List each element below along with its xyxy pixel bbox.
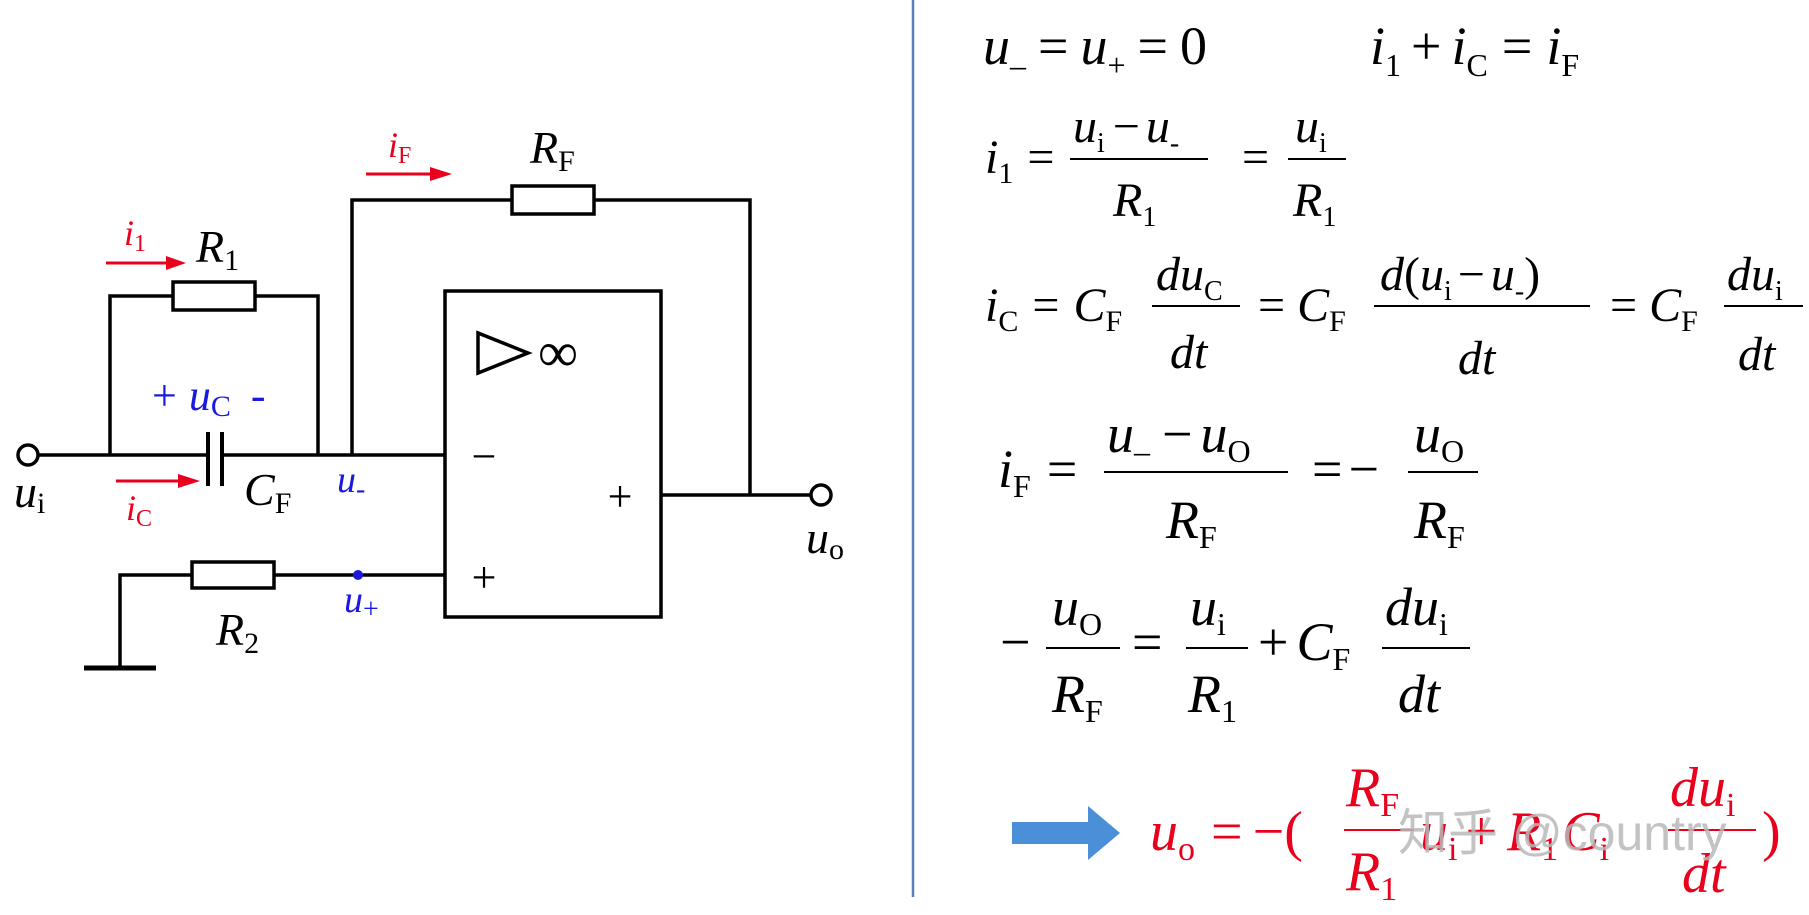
label-ic: iC xyxy=(126,488,152,532)
resistor-r2 xyxy=(190,560,276,590)
resistor-rf xyxy=(510,184,596,216)
equation-5-num2: ui xyxy=(1190,577,1226,642)
equation-1-right: i1+iC=iF xyxy=(1370,16,1579,83)
equation-2-den1: R1 xyxy=(1112,174,1156,233)
current-arrows xyxy=(106,167,452,488)
equation-2-lhs: i1= xyxy=(985,131,1054,190)
r1-branch-wire xyxy=(108,294,173,455)
result-den2: dt xyxy=(1682,843,1727,905)
label-u-minus: u- xyxy=(337,459,365,505)
equation-2-eq2: = xyxy=(1242,131,1269,184)
result-num1: RF xyxy=(1345,757,1399,824)
resistor-r1 xyxy=(171,280,257,312)
rf-feedback-wire xyxy=(350,198,512,455)
equation-5-den3: dt xyxy=(1398,664,1442,724)
label-if: iF xyxy=(388,125,411,169)
label-ui: ui xyxy=(14,466,45,520)
rf-feedback-wire-right xyxy=(594,198,752,495)
r2-wire-left xyxy=(118,573,192,668)
input-terminal xyxy=(16,443,40,467)
arrow-i1-head xyxy=(166,256,186,270)
equation-5-den2: R1 xyxy=(1187,664,1237,729)
label-r2: R2 xyxy=(215,604,259,660)
equations: u–=u+=0 i1+iC=iF i1= ui−u- R1 = ui R1 iC… xyxy=(983,16,1803,729)
equation-5-num3: dui xyxy=(1385,577,1448,642)
output-sign: + xyxy=(608,472,633,521)
equation-4-lhs: iF= xyxy=(998,439,1077,504)
equation-3-den1: dt xyxy=(1170,326,1209,379)
result-rp: ) xyxy=(1762,801,1781,863)
inverting-input-sign: − xyxy=(472,432,497,481)
equation-5-num1: uO xyxy=(1052,577,1102,642)
arrow-ic-head xyxy=(178,474,200,488)
equation-1-left: u–=u+=0 xyxy=(983,16,1207,83)
label-uo: uo xyxy=(806,512,844,566)
equation-3-num2: d(ui−u-) xyxy=(1380,248,1540,307)
equation-5-eq: = xyxy=(1132,612,1162,672)
label-r1: R1 xyxy=(195,221,239,277)
label-rf: RF xyxy=(529,122,575,178)
label-i1: i1 xyxy=(124,213,146,257)
label-u-plus: u+ xyxy=(344,579,379,625)
equation-5-mid: +CF xyxy=(1258,612,1350,677)
result-arrow-icon xyxy=(1012,806,1120,860)
equation-3-den2: dt xyxy=(1458,332,1497,385)
equation-2-den2: R1 xyxy=(1292,174,1336,233)
label-uc: +uC- xyxy=(152,371,266,423)
triangle-icon xyxy=(476,330,533,376)
equation-3-den3: dt xyxy=(1738,328,1777,381)
result-lhs: uo=−( xyxy=(1150,801,1303,868)
equation-2-num1: ui−u- xyxy=(1073,100,1179,159)
result-equation: uo=−( RF R1 ui+R1Ci dui dt ) xyxy=(1150,757,1781,908)
equation-3-num1: duC xyxy=(1156,248,1223,307)
equation-5-den1: RF xyxy=(1051,664,1103,729)
label-cf: CF xyxy=(244,464,291,520)
equation-4-den1: RF xyxy=(1165,490,1217,555)
equation-4-num2: uO xyxy=(1414,404,1464,469)
result-den1: R1 xyxy=(1345,841,1397,908)
circuit xyxy=(16,184,833,671)
result-mid: ui+R1Ci xyxy=(1420,801,1609,868)
output-terminal xyxy=(809,483,833,507)
equation-4-num1: u–−uO xyxy=(1107,404,1251,469)
equation-3-num3: dui xyxy=(1727,248,1783,307)
result-num2: dui xyxy=(1670,757,1735,824)
equation-3-lhs: iC=CF xyxy=(985,279,1122,338)
r1-branch-wire-right xyxy=(255,294,320,455)
equation-5-minus: − xyxy=(1000,612,1030,672)
equation-4-den2: RF xyxy=(1413,490,1465,555)
equation-2-num2: ui xyxy=(1295,100,1327,159)
equation-3-mid: =CF xyxy=(1258,279,1346,338)
equation-4-mid: =− xyxy=(1312,439,1379,499)
arrow-if-head xyxy=(430,167,452,181)
u-plus-node-dot xyxy=(353,570,363,580)
op-amp-body xyxy=(443,289,663,619)
watermark: 知乎 @country xyxy=(1398,805,1727,861)
op-amp-infinity: ∞ xyxy=(538,322,578,384)
non-inverting-input-sign: + xyxy=(472,553,497,602)
equation-3-right: =CF xyxy=(1610,279,1698,338)
